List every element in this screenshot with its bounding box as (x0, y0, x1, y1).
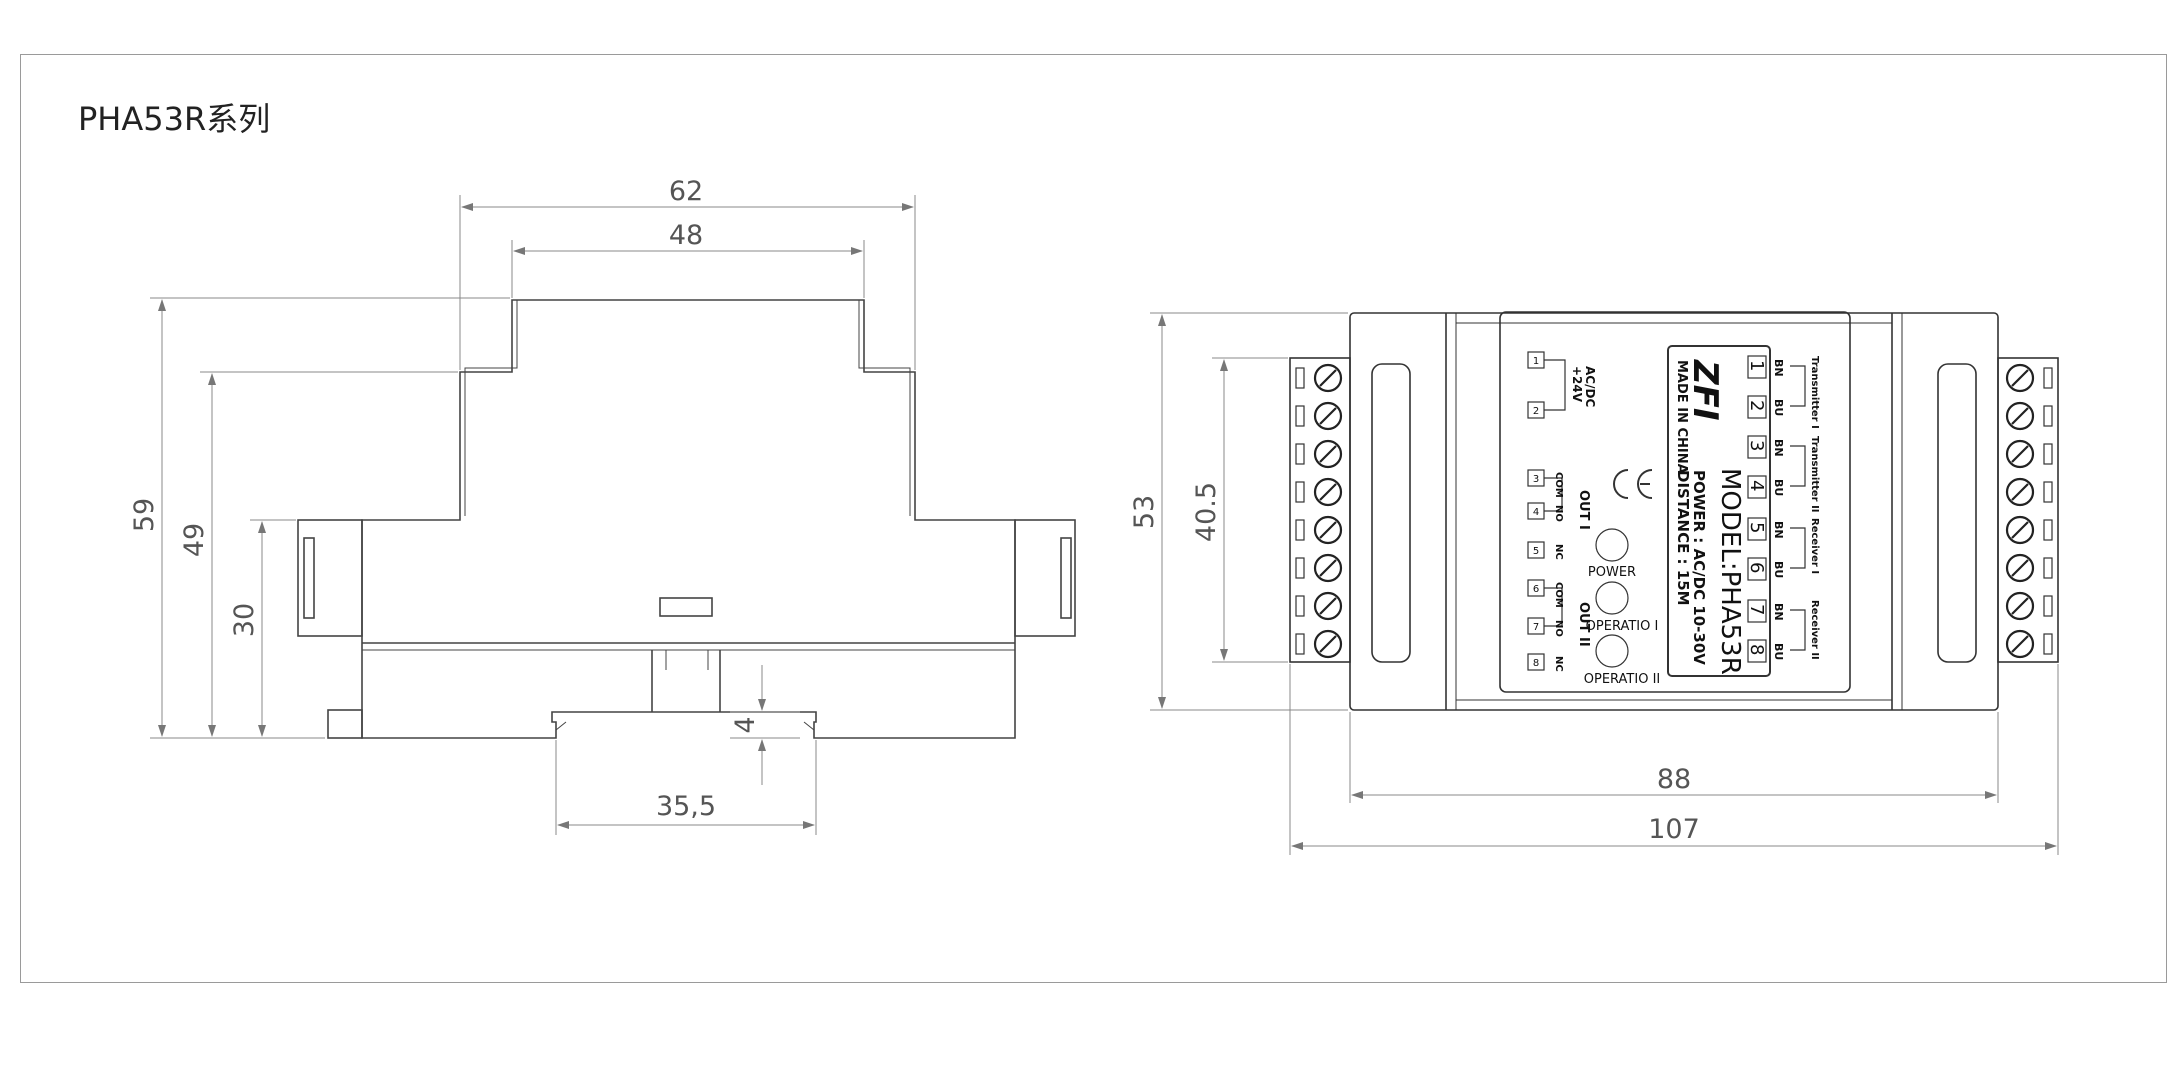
channel-label: Receiver I (1809, 518, 1820, 574)
dim-59: 59 (129, 498, 160, 532)
panel-number-box: 2 (1746, 400, 1767, 411)
panel-number-box: 7 (1746, 604, 1767, 615)
right-terminal-8 (2005, 629, 2053, 659)
drawing-frame (20, 54, 2167, 983)
panel-terminal-number: 6 (1533, 584, 1539, 595)
power-text: POWER : AC/DC 10-30V (1690, 470, 1708, 665)
panel-number-box: 6 (1746, 562, 1767, 573)
right-terminal-6 (2005, 553, 2053, 583)
wire-code: BN (1772, 603, 1785, 621)
led-op1-label: OPERATIO I (1586, 619, 1659, 634)
right-terminal-2 (2005, 401, 2053, 431)
wire-code: BU (1772, 399, 1785, 416)
left-terminal-3 (1295, 439, 1343, 469)
out2-label: OUT II (1576, 602, 1591, 647)
left-terminal-6 (1295, 553, 1343, 583)
dim-53: 53 (1129, 495, 1160, 529)
front-dimensions (1150, 312, 2059, 855)
dim-35-5: 35,5 (656, 791, 716, 822)
dim-4: 4 (730, 716, 761, 733)
panel-terminal-number: 5 (1533, 546, 1539, 557)
panel-number-box: 8 (1746, 644, 1767, 655)
supply-label: AC/DC (1583, 366, 1597, 407)
panel-number-box: 1 (1746, 360, 1767, 371)
panel-terminal-number: 4 (1533, 507, 1539, 518)
left-terminal-5 (1295, 515, 1343, 545)
left-terminal-7 (1295, 591, 1343, 621)
distance-text: DISTANCE : 15M (1674, 470, 1692, 606)
wire-code: BN (1772, 521, 1785, 539)
dim-88: 88 (1657, 764, 1691, 795)
supply-voltage: +24V (1570, 366, 1584, 403)
label-lists: 1 2 3 4 5 6 7 8 COM NO NC COM NO NC 1 2 3 4 5 6 7 8 BN BU BN BU BN… (1533, 356, 1820, 672)
panel-terminal-number: 2 (1533, 406, 1539, 417)
left-terminal-8 (1295, 629, 1343, 659)
side-housing-outline (361, 299, 1016, 739)
out1-label: OUT I (1576, 490, 1591, 530)
wire-code: BN (1772, 359, 1785, 377)
dim-107: 107 (1648, 814, 1700, 845)
wire-code: BU (1772, 479, 1785, 496)
dim-30: 30 (229, 603, 260, 637)
side-view (297, 299, 1076, 739)
model-text: MODEL:PHA53R (1715, 468, 1745, 675)
left-terminal-2 (1295, 401, 1343, 431)
channel-label: Transmitter II (1809, 436, 1820, 513)
left-terminal-1 (1295, 363, 1343, 393)
dim-40-5: 40.5 (1191, 482, 1222, 542)
relay-pin-label: NO (1553, 620, 1564, 637)
panel-terminal-number: 3 (1533, 474, 1539, 485)
panel-number-box: 5 (1746, 522, 1767, 533)
panel-number-box: 3 (1746, 440, 1767, 451)
front-body (1349, 312, 1999, 711)
panel-terminal-number: 7 (1533, 622, 1539, 633)
dim-48: 48 (669, 220, 703, 251)
front-view (1289, 311, 2059, 711)
right-terminal-5 (2005, 515, 2053, 545)
logo-text: ZFI (1685, 359, 1725, 421)
right-terminal-4 (2005, 477, 2053, 507)
wire-code: BU (1772, 561, 1785, 578)
left-terminal-4 (1295, 477, 1343, 507)
dim-49: 49 (179, 523, 210, 557)
wire-code: BN (1772, 439, 1785, 457)
panel-number-box: 4 (1746, 480, 1767, 491)
channel-label: Receiver II (1809, 600, 1820, 660)
label-contents: CE MODEL:PHA53R POWER : AC/DC 10-30V DIS… (1527, 351, 1806, 687)
right-terminal-1 (2005, 363, 2053, 393)
panel-terminal-number: 8 (1533, 658, 1539, 669)
right-terminal-3 (2005, 439, 2053, 469)
led-power-label: POWER (1588, 565, 1636, 580)
relay-pin-label: COM (1553, 472, 1564, 498)
relay-pin-label: NC (1553, 656, 1564, 672)
side-dimensions (150, 195, 916, 835)
made-in-text: MADE IN CHINA (1674, 360, 1689, 474)
led-op2-label: OPERATIO II (1584, 672, 1660, 687)
label-panel (1499, 311, 1851, 693)
dim-62: 62 (669, 176, 703, 207)
right-terminal-7 (2005, 591, 2053, 621)
relay-pin-label: NO (1553, 505, 1564, 522)
relay-pin-label: COM (1553, 582, 1564, 608)
left-terminal-strip (1295, 363, 1343, 659)
relay-pin-label: NC (1553, 544, 1564, 560)
wire-code: BU (1772, 643, 1785, 660)
channel-label: Transmitter I (1809, 356, 1820, 429)
right-terminal-strip (2005, 363, 2053, 659)
page-title: PHA53R系列 (78, 100, 271, 138)
panel-terminal-number: 1 (1533, 356, 1539, 367)
